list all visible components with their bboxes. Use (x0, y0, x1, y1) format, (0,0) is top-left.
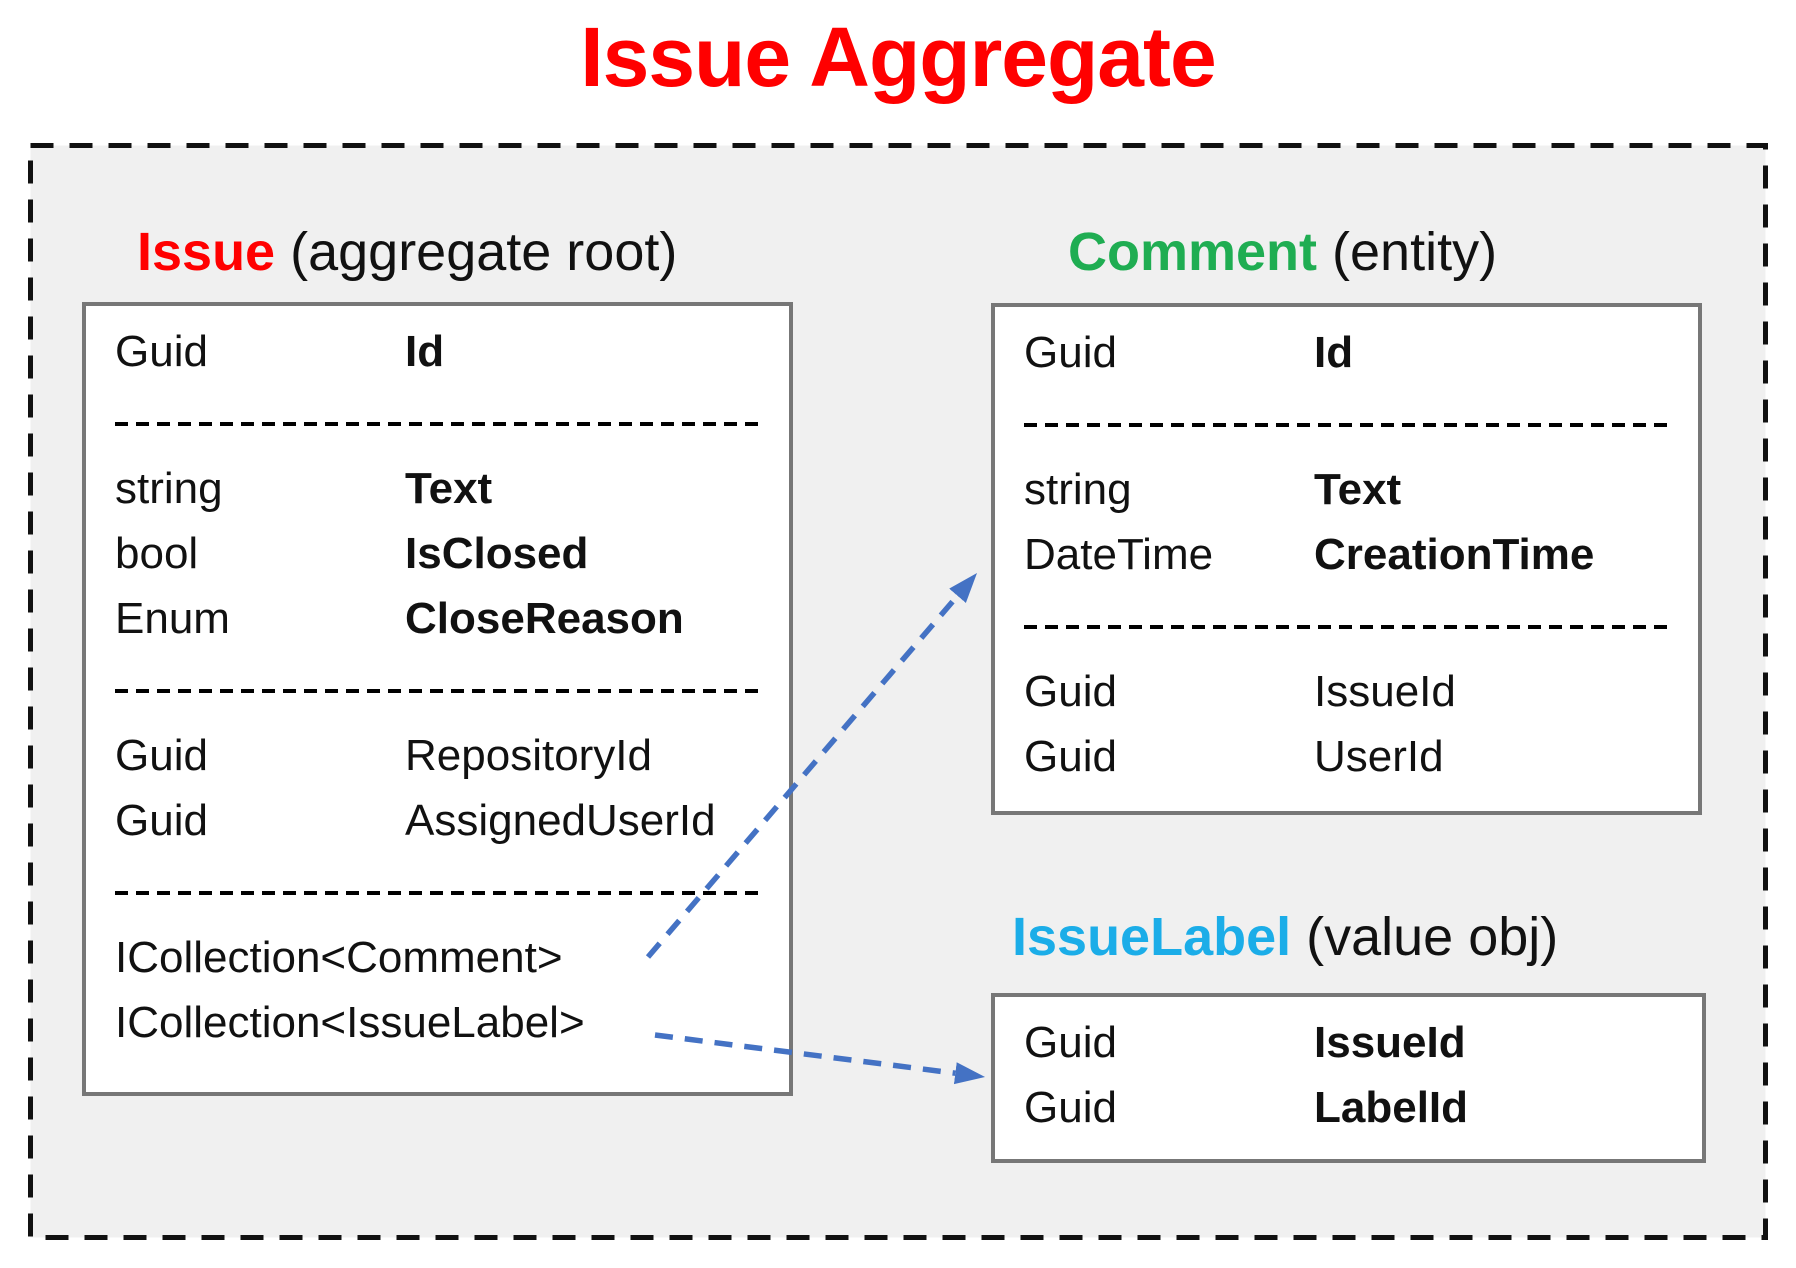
field-type: Guid (1024, 667, 1117, 716)
field-row: ICollection<IssueLabel> (115, 990, 771, 1055)
field-name: LabelId (1314, 1083, 1469, 1132)
entity-name-issuelabel: IssueLabel (1012, 907, 1292, 967)
field-row: string Text (115, 456, 771, 521)
field-name: CreationTime (1314, 530, 1595, 579)
field-row: Guid LabelId (1024, 1075, 1684, 1140)
field-row: Guid Id (1024, 320, 1680, 385)
field-name: AssignedUserId (405, 796, 716, 845)
field-separator (115, 689, 761, 693)
field-type: Guid (1024, 328, 1117, 377)
field-separator (115, 891, 761, 895)
entity-stereotype-issue: (aggregate root) (290, 222, 678, 282)
entity-heading-issue: Issue (aggregate root) (137, 221, 677, 283)
field-type: ICollection<Comment> (115, 933, 563, 982)
field-row: string Text (1024, 457, 1680, 522)
field-separator (1024, 625, 1670, 629)
page-title: Issue Aggregate (580, 10, 1216, 104)
entity-stereotype-issuelabel: (value obj) (1306, 907, 1559, 967)
field-name: UserId (1314, 732, 1444, 781)
field-type: string (1024, 465, 1132, 514)
field-name: Text (405, 464, 493, 513)
field-type: ICollection<IssueLabel> (115, 998, 585, 1047)
field-name: IssueId (1314, 667, 1456, 716)
field-name: Id (405, 327, 445, 376)
field-type: Guid (1024, 732, 1117, 781)
field-row: Guid AssignedUserId (115, 788, 771, 853)
field-separator (1024, 423, 1670, 427)
field-row: Guid IssueId (1024, 1010, 1684, 1075)
entity-name-comment: Comment (1068, 222, 1318, 282)
field-name: IssueId (1314, 1018, 1466, 1067)
entity-stereotype-comment: (entity) (1332, 222, 1498, 282)
field-type: Guid (115, 731, 208, 780)
field-type: Guid (115, 327, 208, 376)
field-type: Guid (115, 796, 208, 845)
field-name: CloseReason (405, 594, 684, 643)
field-type: DateTime (1024, 530, 1214, 579)
field-name: Text (1314, 465, 1402, 514)
field-type: Enum (115, 594, 230, 643)
entity-heading-comment: Comment (entity) (1068, 221, 1497, 283)
field-type: Guid (1024, 1083, 1117, 1132)
field-name: IsClosed (405, 529, 589, 578)
field-separator (115, 422, 761, 426)
field-type: Guid (1024, 1018, 1117, 1067)
field-type: bool (115, 529, 199, 578)
field-type: string (115, 464, 223, 513)
entity-heading-issuelabel: IssueLabel (value obj) (1012, 906, 1558, 968)
entity-name-issue: Issue (137, 222, 276, 282)
field-row: ICollection<Comment> (115, 925, 771, 990)
field-row: Guid Id (115, 319, 771, 384)
field-row: DateTime CreationTime (1024, 522, 1680, 587)
field-row: Guid RepositoryId (115, 723, 771, 788)
field-name: RepositoryId (405, 731, 653, 780)
field-row: Guid IssueId (1024, 659, 1680, 724)
field-name: Id (1314, 328, 1354, 377)
field-row: bool IsClosed (115, 521, 771, 586)
field-row: Enum CloseReason (115, 586, 771, 651)
field-row: Guid UserId (1024, 724, 1680, 789)
